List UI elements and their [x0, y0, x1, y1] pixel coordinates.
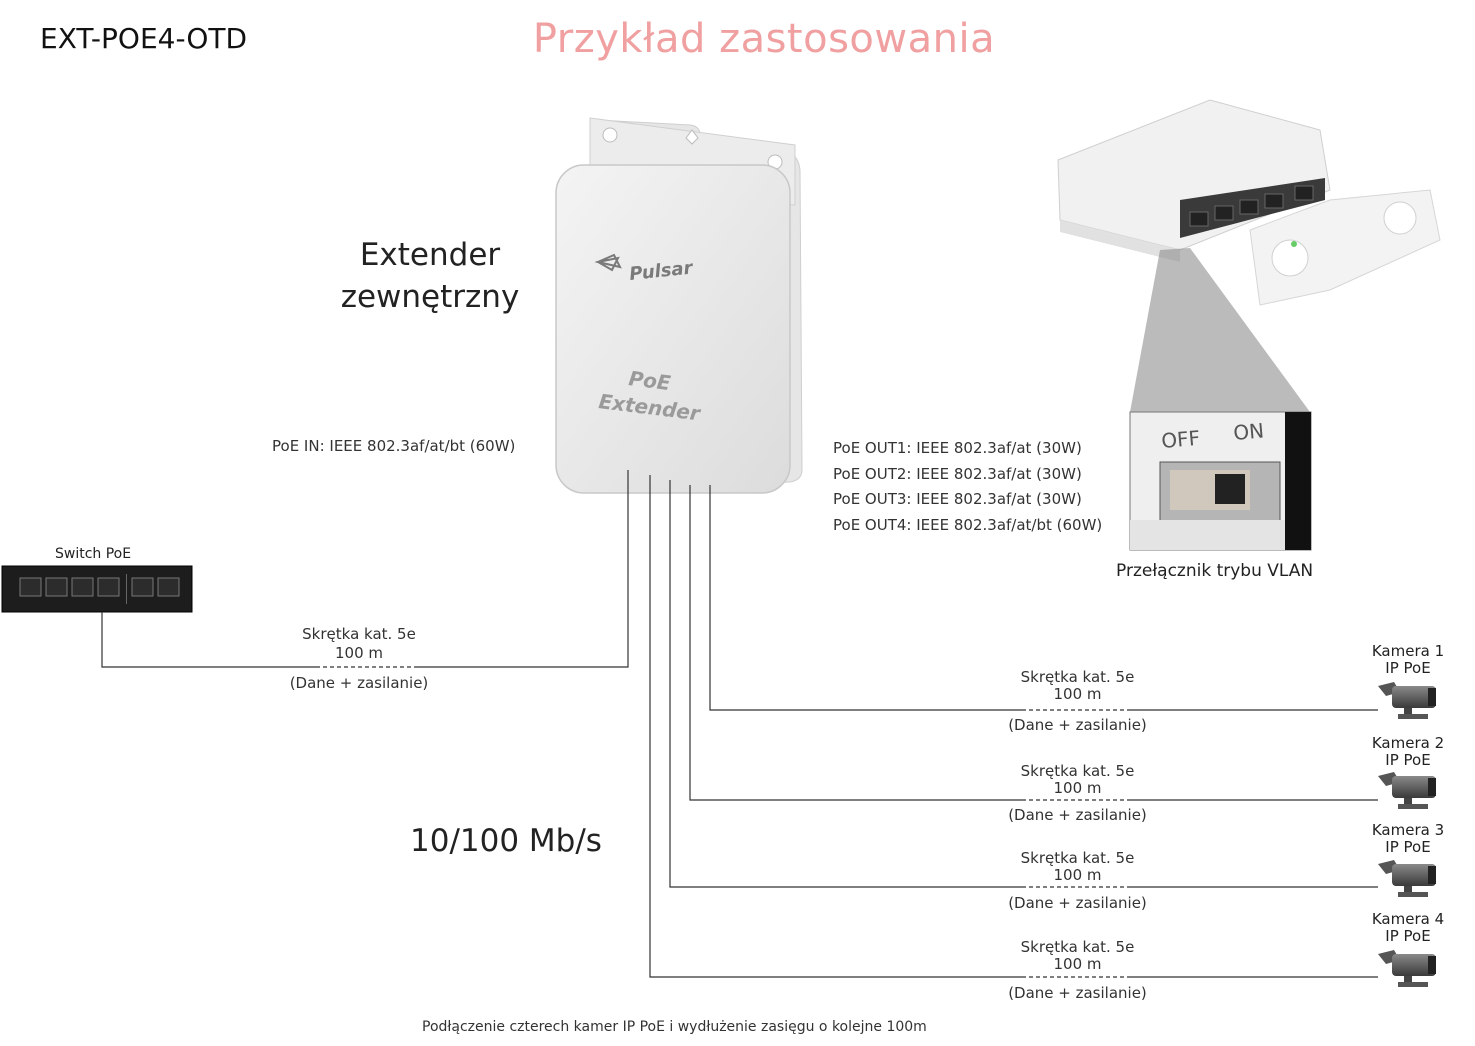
extender-device: Pulsar PoE Extender — [555, 117, 803, 494]
poe-in-spec: PoE IN: IEEE 802.3af/at/bt (60W) — [272, 437, 516, 455]
camera-1 — [1378, 682, 1436, 719]
camera-4 — [1378, 950, 1436, 987]
camera-2 — [1378, 772, 1436, 809]
cable-out4-length: 100 m — [1053, 955, 1102, 973]
zoom-beam — [1130, 248, 1310, 412]
cable-in-length: 100 m — [334, 644, 383, 662]
camera-3-type: IP PoE — [1385, 838, 1431, 856]
camera-3-name: Kamera 3 — [1371, 821, 1445, 839]
cable-out4-info: Skrętka kat. 5e 100 m (Dane + zasilanie) — [1000, 938, 1155, 1003]
camera-2-type: IP PoE — [1385, 751, 1431, 769]
cable-out1-length: 100 m — [1053, 685, 1102, 703]
footer-caption: Podłączenie czterech kamer IP PoE i wydł… — [422, 1019, 927, 1035]
camera-4-name: Kamera 4 — [1371, 910, 1445, 928]
cable-out2-note: (Dane + zasilanie) — [1008, 806, 1147, 824]
vlan-off-text: OFF — [1160, 426, 1201, 453]
cable-out1-info: Skrętka kat. 5e 100 m (Dane + zasilanie) — [1000, 668, 1155, 735]
extender-label: Extender zewnętrzny — [330, 234, 530, 318]
speed-label: 10/100 Mb/s — [410, 823, 602, 859]
cable-out3-info: Skrętka kat. 5e 100 m (Dane + zasilanie) — [1000, 849, 1155, 913]
cable-out1-note: (Dane + zasilanie) — [1008, 716, 1147, 734]
cables — [101, 470, 1378, 978]
poe-out3-spec: PoE OUT3: IEEE 802.3af/at (30W) — [833, 490, 1082, 508]
cable-out3-length: 100 m — [1053, 866, 1102, 884]
cable-out2-left — [689, 485, 1022, 801]
cable-out3-type: Skrętka kat. 5e — [1020, 849, 1135, 867]
vlan-switch-label: Przełącznik trybu VLAN — [1116, 561, 1314, 581]
cable-out1-type: Skrętka kat. 5e — [1020, 668, 1135, 686]
cable-out2-length: 100 m — [1053, 779, 1102, 797]
model-name: EXT-POE4-OTD — [40, 22, 248, 55]
poe-out4-spec: PoE OUT4: IEEE 802.3af/at/bt (60W) — [833, 515, 1103, 534]
poe-switch — [1, 565, 193, 613]
camera-4-label: Kamera 4 IP PoE — [1363, 911, 1453, 945]
cable-out3-note: (Dane + zasilanie) — [1008, 894, 1147, 912]
mini-switch-device — [1057, 99, 1441, 306]
page-title: Przykład zastosowania — [532, 16, 996, 62]
camera-1-name: Kamera 1 — [1371, 642, 1445, 660]
extender-label-line2: zewnętrzny — [340, 279, 520, 315]
device-label-line1: PoE — [627, 366, 672, 395]
poe-out1-spec: PoE OUT1: IEEE 802.3af/at (30W) — [833, 439, 1082, 457]
camera-4-type: IP PoE — [1385, 927, 1431, 945]
cable-out3-left — [669, 480, 1022, 888]
vlan-switch-zoom: OFF ON — [1129, 411, 1312, 551]
switch-label: Switch PoE — [55, 546, 132, 562]
cable-out2-type: Skrętka kat. 5e — [1020, 762, 1135, 780]
camera-2-name: Kamera 2 — [1371, 734, 1445, 752]
cable-out4-note: (Dane + zasilanie) — [1008, 984, 1147, 1002]
cable-in-right — [418, 470, 629, 668]
camera-1-type: IP PoE — [1385, 659, 1431, 677]
cable-out2-info: Skrętka kat. 5e 100 m (Dane + zasilanie) — [1000, 762, 1155, 825]
poe-out2-spec: PoE OUT2: IEEE 802.3af/at (30W) — [833, 464, 1082, 483]
cable-in-info: Skrętka kat. 5e 100 m (Dane + zasilanie) — [287, 625, 431, 693]
camera-3 — [1378, 860, 1436, 897]
cable-out4-type: Skrętka kat. 5e — [1020, 938, 1135, 956]
camera-1-label: Kamera 1 IP PoE — [1363, 643, 1453, 677]
cable-in-left — [101, 612, 316, 668]
poe-outputs-list: PoE OUT1: IEEE 802.3af/at (30W) PoE OUT2… — [833, 436, 1102, 538]
camera-3-label: Kamera 3 IP PoE — [1363, 822, 1453, 856]
vlan-on-text: ON — [1232, 418, 1265, 445]
cable-in-note: (Dane + zasilanie) — [289, 674, 429, 692]
extender-label-line1: Extender — [359, 237, 501, 273]
cable-out4-left — [649, 475, 1022, 978]
cable-out1-left — [709, 485, 1022, 711]
cable-in-type: Skrętka kat. 5e — [302, 625, 416, 643]
camera-2-label: Kamera 2 IP PoE — [1363, 735, 1453, 769]
